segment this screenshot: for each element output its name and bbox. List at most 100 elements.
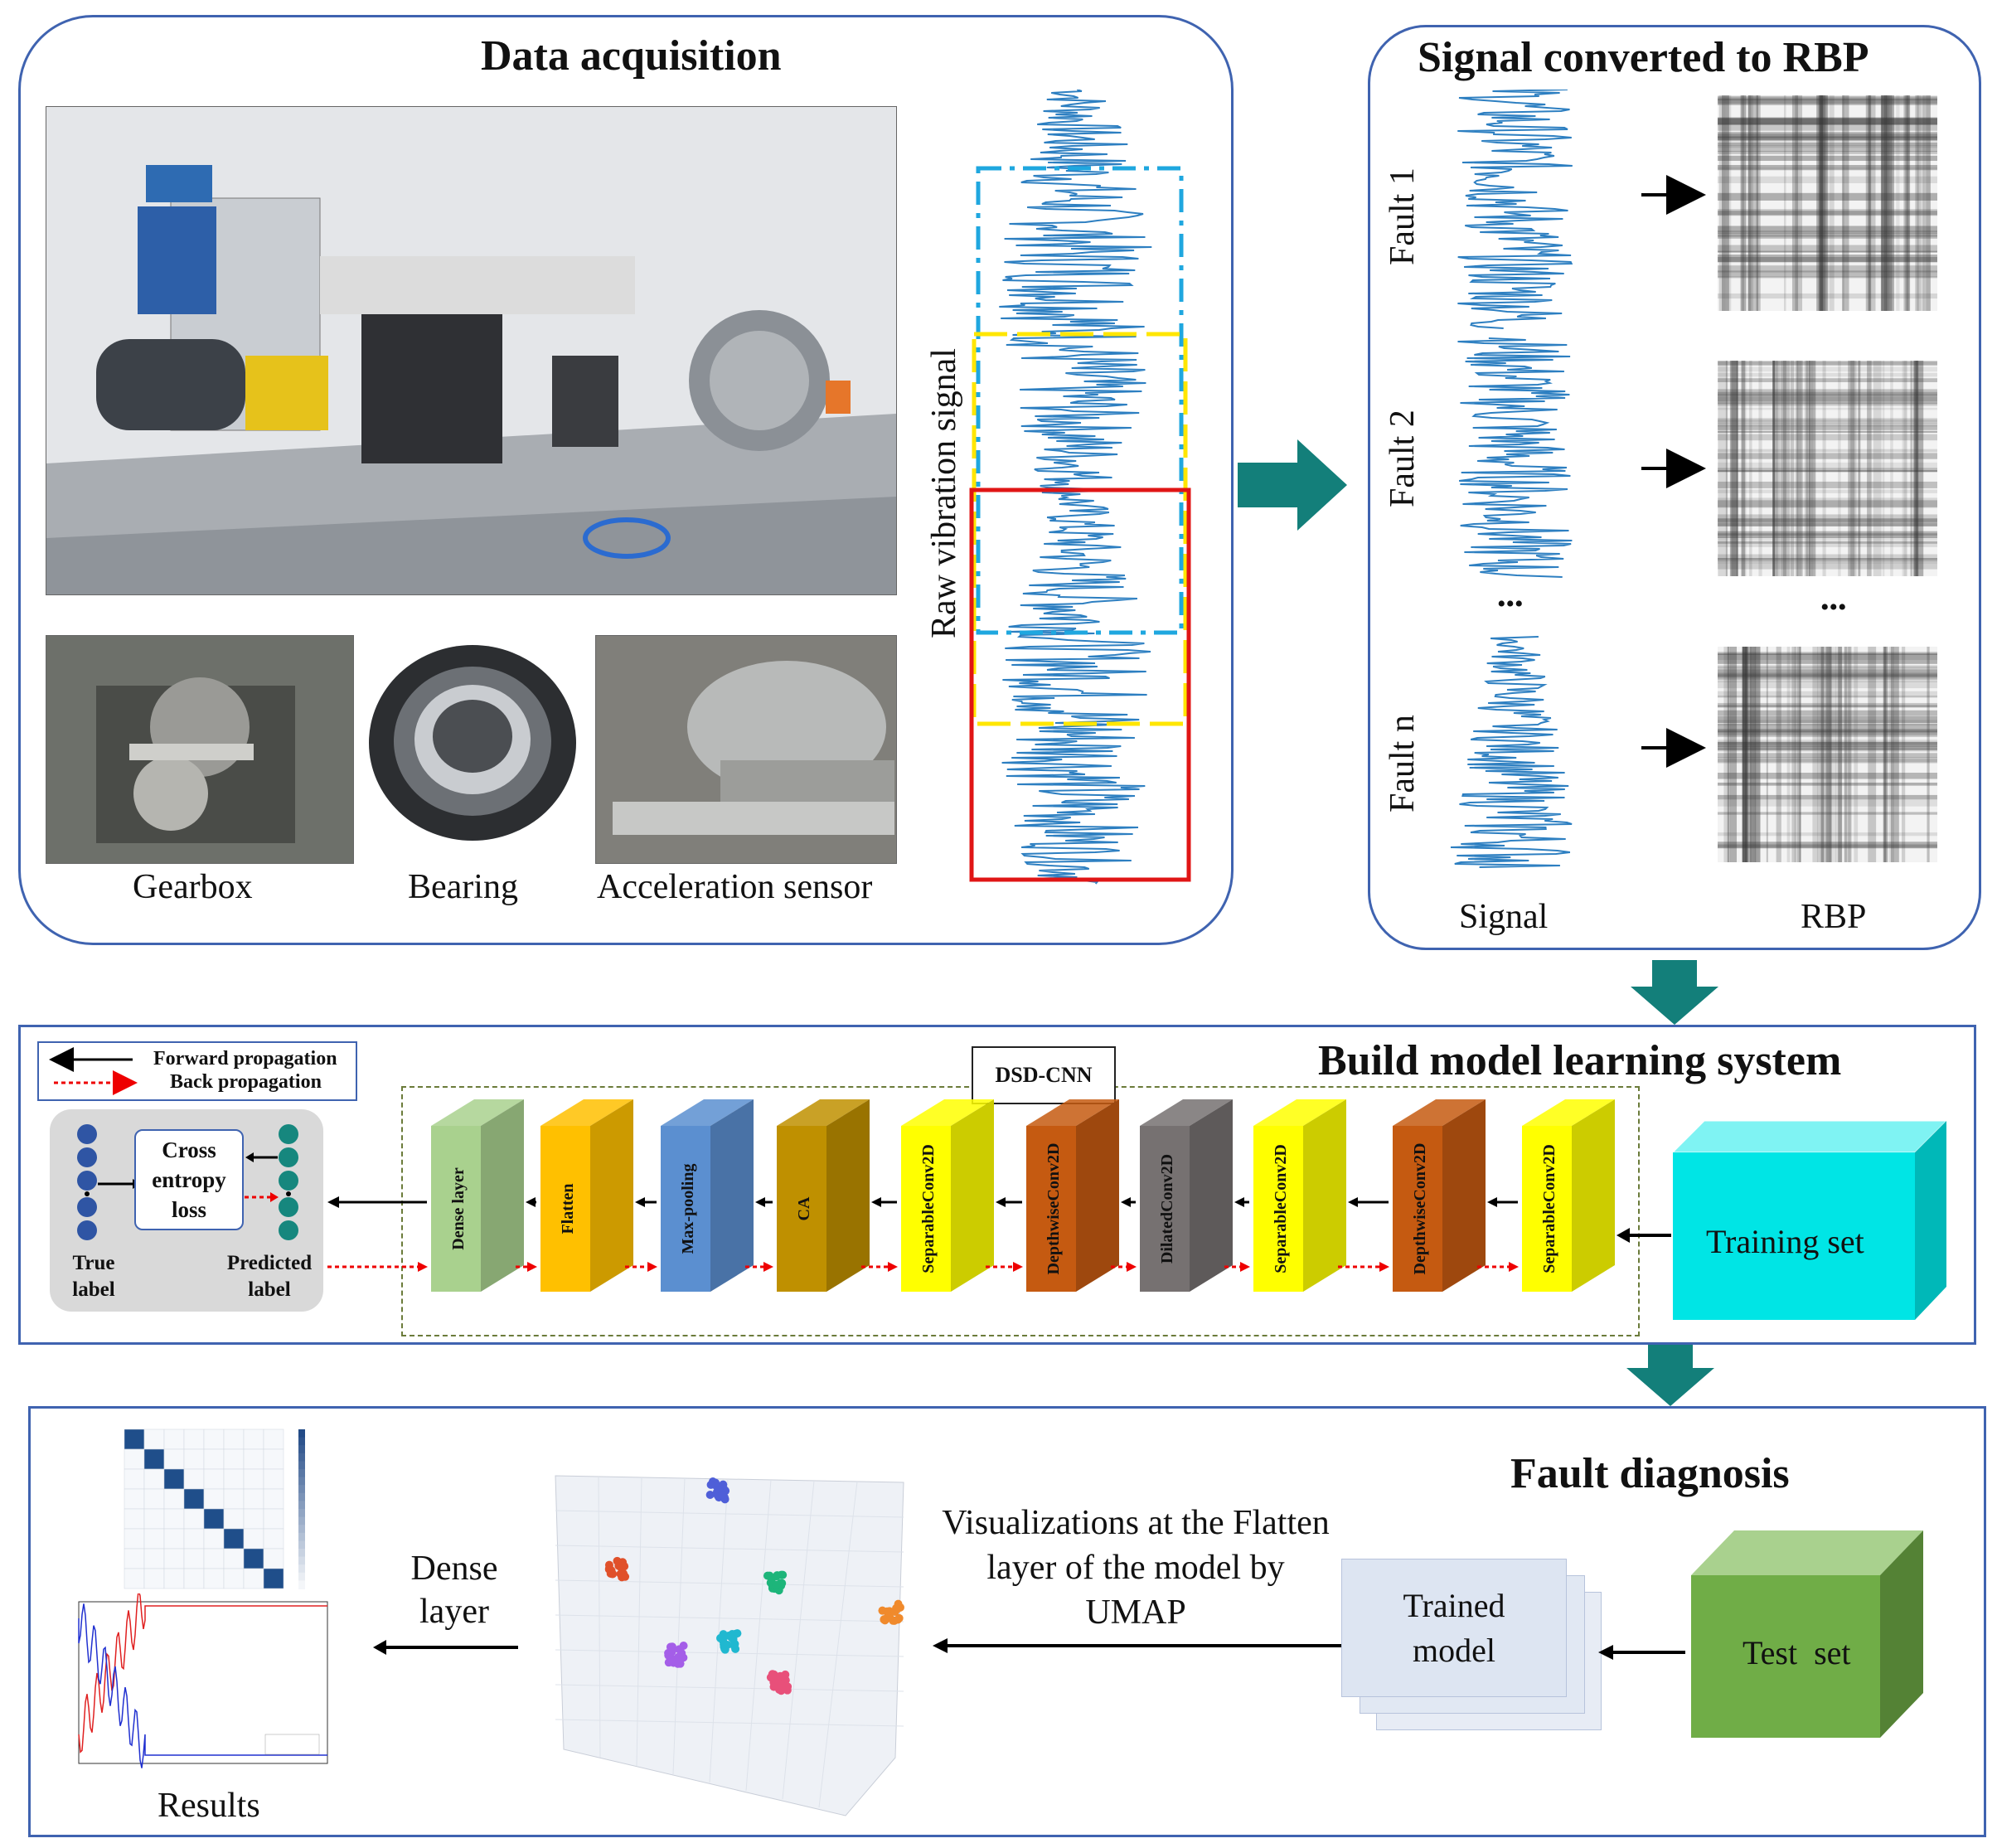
raw-vibration-signal-plot — [969, 90, 1191, 885]
legend-arrows — [49, 1047, 138, 1095]
rbp-column-label: RBP — [1801, 898, 1867, 936]
data-acquisition-title: Data acquisition — [481, 32, 782, 80]
gearbox-photo — [46, 635, 354, 864]
layer-block-3: Max-pooling — [661, 1099, 754, 1292]
true-label-caption: True label — [72, 1252, 115, 1301]
umap-visualization — [555, 1475, 904, 1816]
layer-label-2: Flatten — [559, 1183, 577, 1234]
true-label-nodes — [77, 1124, 97, 1240]
umap-cluster-6 — [716, 1629, 742, 1654]
trained-model-label: Trained model — [1403, 1586, 1505, 1669]
layer-label-9: DepthwiseConv2D — [1411, 1143, 1429, 1275]
rbp-title: Signal converted to RBP — [1418, 34, 1869, 81]
gearbox-illustration — [46, 636, 353, 863]
legend-forward-label: Forward propagation — [153, 1048, 337, 1070]
training-curves — [78, 1593, 328, 1768]
umap-cluster-7 — [766, 1670, 792, 1695]
fault-diagnosis-panel — [28, 1406, 1986, 1837]
rbp-image-stack — [1718, 95, 1937, 862]
fault-diagnosis-title: Fault diagnosis — [1510, 1450, 1790, 1497]
acceleration-sensor-caption: Acceleration sensor — [597, 868, 873, 906]
layer-label-8: SeparableConv2D — [1272, 1144, 1290, 1273]
umap-cluster-2 — [604, 1556, 630, 1582]
test-rig-photo — [46, 106, 897, 595]
predicted-label-caption: Predicted label — [226, 1252, 313, 1301]
accuracy-curve — [78, 1593, 327, 1753]
window-1 — [976, 166, 1184, 635]
fault-signal-plots — [1450, 90, 1573, 868]
raw-waveform — [999, 90, 1152, 885]
fault-1-label: Fault 1 — [1384, 167, 1422, 265]
window-3 — [969, 487, 1191, 882]
layer-block-2: Flatten — [540, 1099, 633, 1292]
bearing-photo — [365, 635, 580, 862]
cross-entropy-loss-box: Cross entropy loss — [134, 1129, 244, 1230]
window-2 — [972, 332, 1188, 726]
bearing-illustration — [369, 645, 576, 841]
confusion-matrix-grid — [124, 1428, 284, 1589]
confusion-colorbar — [298, 1429, 305, 1589]
layer-label-6: DepthwiseConv2D — [1045, 1143, 1063, 1275]
layer-block-6: DepthwiseConv2D — [1026, 1099, 1119, 1292]
fault-2-label: Fault 2 — [1384, 410, 1422, 507]
signal-ellipsis: ••• — [1497, 590, 1524, 618]
acquisition-to-rbp-arrow — [1238, 439, 1347, 531]
dsd-cnn-label-box: DSD-CNN — [972, 1046, 1116, 1104]
propagation-legend — [37, 1041, 357, 1101]
umap-cluster-1 — [705, 1477, 730, 1504]
rbp-map-2 — [1718, 361, 1937, 576]
dsd-cnn-label: DSD-CNN — [995, 1063, 1093, 1087]
model-to-diagnosis-arrow — [1626, 1341, 1714, 1406]
loss-curve — [78, 1603, 327, 1768]
test-rig-illustration — [46, 107, 896, 594]
layer-label-1: Dense layer — [449, 1167, 468, 1250]
rbp-map-3 — [1718, 647, 1937, 862]
rbp-map-1 — [1718, 95, 1937, 311]
training-set-label: Training set — [1706, 1223, 1864, 1260]
curve-legend — [264, 1734, 320, 1755]
trained-model-card: Trained model — [1341, 1559, 1567, 1697]
test-set-label: Test set — [1743, 1634, 1851, 1671]
layer-block-7: DilatedConv2D — [1140, 1099, 1233, 1292]
signal-column-label: Signal — [1459, 898, 1549, 936]
loss-accuracy-plot — [78, 1593, 328, 1768]
results-label: Results — [158, 1787, 260, 1825]
cnn-layer-blocks: Dense layer Flatten Max-pooling CA Separable… — [327, 1099, 1671, 1292]
fault-signal-3 — [1450, 636, 1573, 868]
cross-entropy-loss-label: Cross entropy loss — [152, 1137, 226, 1222]
umap-cluster-3 — [763, 1570, 788, 1595]
layer-block-5: SeparableConv2D — [901, 1099, 994, 1292]
bearing-caption: Bearing — [408, 868, 518, 906]
dense-layer-label: Dense layer — [410, 1550, 498, 1631]
fault-signal-2 — [1457, 337, 1573, 578]
sensor-illustration — [596, 636, 896, 863]
trained-to-umap-arrow — [933, 1638, 1360, 1653]
fault-signal-1 — [1457, 90, 1573, 329]
test-set-cube — [1691, 1530, 1923, 1738]
layer-block-4: CA — [777, 1099, 870, 1292]
layer-label-3: Max-pooling — [679, 1164, 697, 1254]
dense-to-results-arrow — [373, 1640, 518, 1655]
layer-block-9: DepthwiseConv2D — [1393, 1099, 1486, 1292]
raw-vibration-signal-label: Raw vibration signal — [925, 348, 963, 638]
layer-label-7: DilatedConv2D — [1158, 1154, 1176, 1264]
layer-label-5: SeparableConv2D — [919, 1144, 938, 1273]
umap-plot — [555, 1475, 904, 1816]
training-set-cube — [1673, 1121, 1947, 1320]
layer-label-4: CA — [795, 1196, 813, 1220]
umap-cluster-4 — [878, 1599, 904, 1625]
test-to-trained-arrow — [1598, 1645, 1685, 1660]
label-nodes — [77, 1124, 298, 1240]
gearbox-caption: Gearbox — [133, 868, 253, 906]
layer-block-10: SeparableConv2D — [1522, 1099, 1615, 1292]
signal-to-rbp-arrows — [1641, 175, 1706, 768]
rbp-ellipsis: ••• — [1820, 594, 1847, 621]
layer-label-10: SeparableConv2D — [1540, 1144, 1558, 1273]
confusion-matrix — [124, 1428, 305, 1589]
umap-cluster-5 — [664, 1642, 688, 1668]
rbp-to-model-arrow — [1631, 960, 1718, 1025]
legend-back-label: Back propagation — [170, 1071, 322, 1093]
build-model-title: Build model learning system — [1318, 1037, 1842, 1084]
umap-caption: Visualizations at the Flatten layer of t… — [942, 1504, 1330, 1632]
acceleration-sensor-photo — [595, 635, 897, 864]
